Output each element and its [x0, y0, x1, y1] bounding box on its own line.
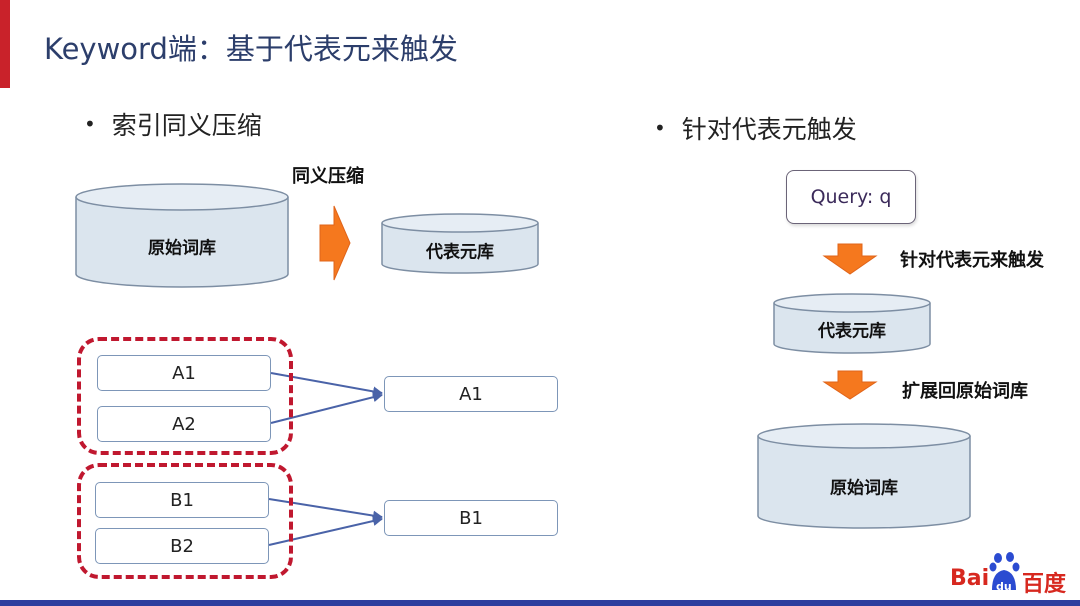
baidu-logo-chinese: 百度 — [1022, 572, 1067, 597]
source-db-label: 原始词库 — [148, 238, 216, 259]
baidu-logo-latin: Bai — [950, 566, 990, 591]
connector-b2 — [268, 516, 383, 546]
group-a-frame — [77, 337, 293, 455]
item-a1: A1 — [97, 355, 271, 391]
bullet-left-text: 索引同义压缩 — [111, 111, 262, 140]
footer-line — [0, 600, 1080, 606]
bullet-right: • 针对代表元触发 — [654, 110, 857, 146]
accent-bar — [0, 0, 10, 88]
cylinder-original-db-right — [757, 423, 971, 529]
baidu-logo-cn-wrap: 百度 — [1022, 566, 1066, 598]
baidu-logo-paw-text: du — [996, 580, 1012, 593]
target-a1: A1 — [384, 376, 558, 412]
baidu-paw-icon — [989, 552, 1020, 590]
item-b1: B1 — [95, 482, 269, 518]
baidu-logo: Bai — [950, 566, 989, 591]
step2-label: 扩展回原始词库 — [902, 381, 1028, 402]
step1-label: 针对代表元来触发 — [900, 250, 1044, 271]
group-b-frame — [77, 463, 293, 579]
query-box: Query: q — [786, 170, 916, 224]
rep-db-label: 代表元库 — [818, 321, 886, 342]
target-b1: B1 — [384, 500, 558, 536]
compress-arrow — [319, 205, 351, 281]
cylinder-original-db-left — [75, 183, 289, 288]
bullet-left: • 索引同义压缩 — [84, 106, 262, 142]
down-arrow-2 — [822, 370, 878, 400]
bullet-dot: • — [84, 112, 96, 136]
target-db-label: 代表元库 — [426, 242, 494, 263]
orig-db-label: 原始词库 — [830, 478, 898, 499]
down-arrow-1 — [822, 243, 878, 275]
compress-label: 同义压缩 — [292, 166, 364, 187]
cylinder-rep-db-right — [773, 293, 931, 354]
slide-title: Keyword端：基于代表元来触发 — [44, 32, 458, 66]
bullet-right-text: 针对代表元触发 — [681, 115, 857, 144]
cylinder-rep-db-left — [381, 213, 539, 274]
connector-b1 — [268, 498, 383, 521]
item-b2: B2 — [95, 528, 269, 564]
bullet-dot: • — [654, 116, 666, 140]
item-a2: A2 — [97, 406, 271, 442]
